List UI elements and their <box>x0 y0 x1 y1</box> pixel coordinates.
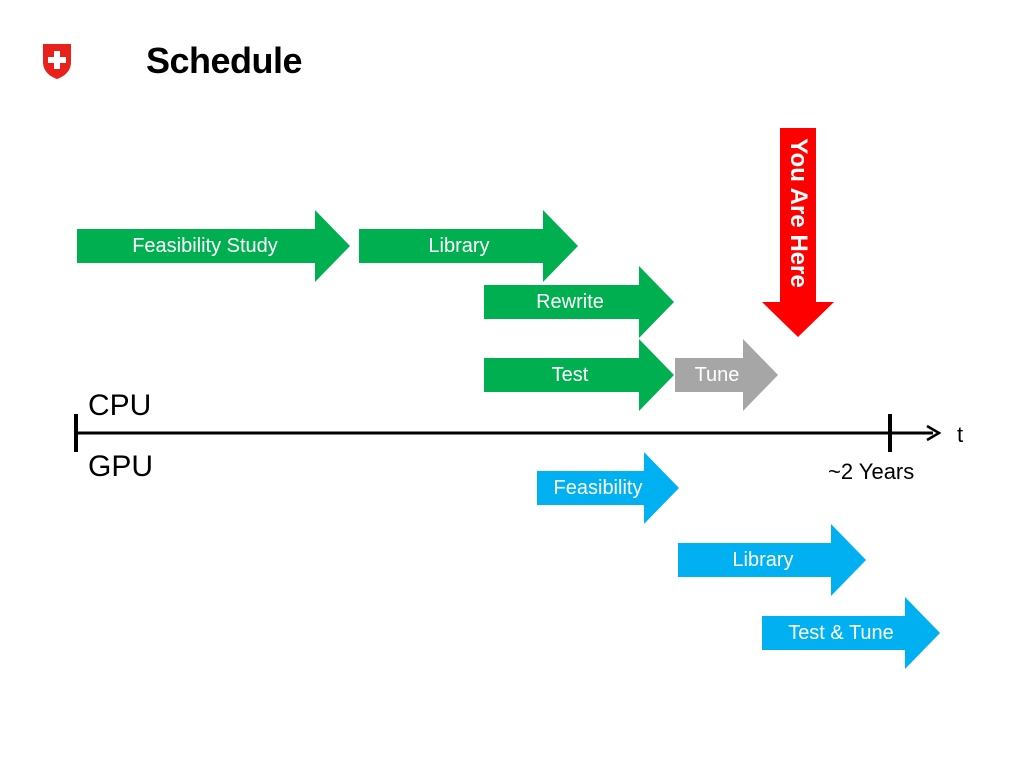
arrow-shape <box>484 266 674 338</box>
page-title: Schedule <box>146 40 303 81</box>
task-label: Library <box>732 548 794 571</box>
task-label: Test & Tune <box>788 621 894 644</box>
arrow-shape <box>77 210 350 282</box>
arrow-shape <box>762 597 940 669</box>
arrow-shape <box>359 210 578 282</box>
you-are-here-marker: You Are Here <box>760 128 836 338</box>
gpu-task-feasibility: Feasibility <box>537 452 679 524</box>
task-label: Library <box>428 234 490 257</box>
axis-end-label: t <box>957 422 964 447</box>
cpu-task-feasibility-study: Feasibility Study <box>77 210 350 282</box>
task-label: Test <box>551 363 589 386</box>
down-arrow-shape <box>762 128 834 337</box>
you-are-here-label: You Are Here <box>785 138 812 288</box>
cpu-task-tune: Tune <box>675 339 778 411</box>
arrow-shape <box>675 339 778 411</box>
cpu-task-rewrite: Rewrite <box>484 266 674 338</box>
cpu-label: CPU <box>88 389 152 422</box>
gpu-label: GPU <box>88 450 154 483</box>
axis-arrowhead <box>926 424 942 442</box>
task-label: Tune <box>694 363 740 386</box>
cpu-task-library: Library <box>359 210 578 282</box>
task-label: Feasibility Study <box>132 234 278 257</box>
task-label: Rewrite <box>536 290 604 313</box>
gpu-task-test-tune: Test & Tune <box>762 597 940 669</box>
cpu-task-test: Test <box>484 339 674 411</box>
arrow-shape <box>537 452 679 524</box>
arrow-shape <box>678 524 866 596</box>
gpu-task-library: Library <box>678 524 866 596</box>
swiss-cross-shield-icon <box>43 44 71 79</box>
duration-label: ~2 Years <box>828 459 915 484</box>
arrow-shape <box>484 339 674 411</box>
task-label: Feasibility <box>553 476 643 499</box>
